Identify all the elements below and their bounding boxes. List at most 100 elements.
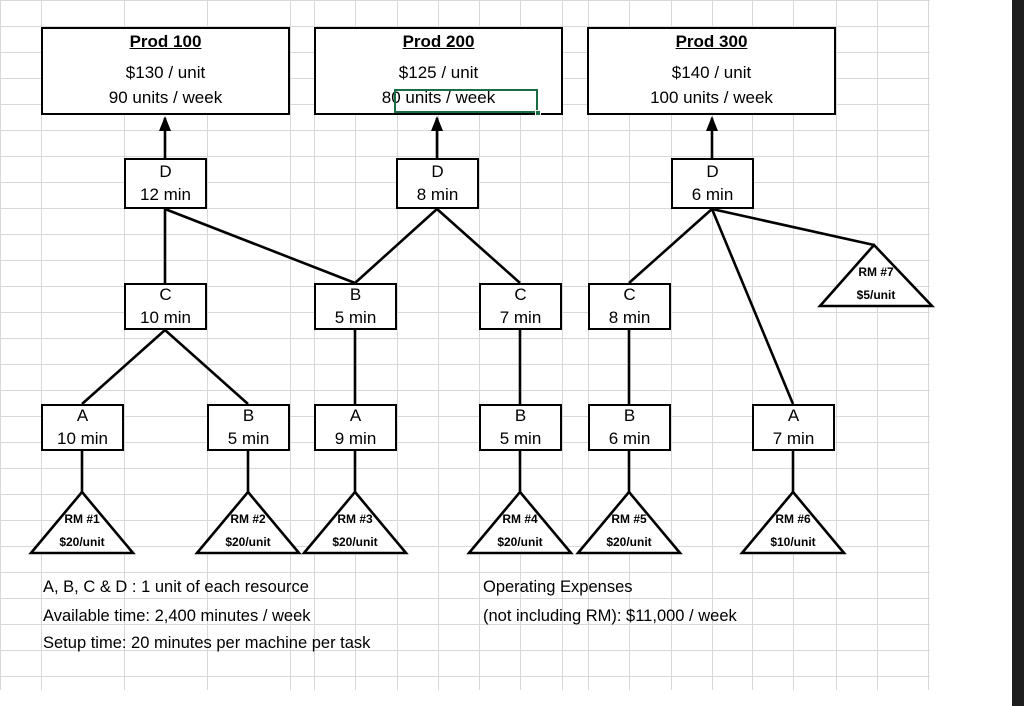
note-setup-time: Setup time: 20 minutes per machine per t… (43, 634, 371, 652)
fill-handle[interactable] (535, 110, 541, 116)
product-box-prod-200[interactable]: Prod 200 $125 / unit 80 units / week (314, 27, 563, 115)
gridline-vertical (836, 0, 837, 690)
raw-material-name: RM #4 (502, 512, 538, 526)
gridline-horizontal (0, 364, 930, 365)
operation-code: C (623, 285, 636, 305)
operation-time: 10 min (56, 428, 109, 448)
operation-code: C (159, 285, 172, 305)
gridline-horizontal (0, 546, 930, 547)
raw-material-name: RM #2 (230, 512, 266, 526)
gridline-horizontal (0, 26, 930, 27)
gridline-vertical (290, 0, 291, 690)
gridline-horizontal (0, 130, 930, 131)
product-title: Prod 100 (129, 31, 202, 51)
product-demand: 90 units / week (108, 87, 223, 107)
operation-time: 10 min (139, 307, 192, 327)
window-edge-strip (1012, 0, 1024, 706)
operation-box-d-6min[interactable]: D 6 min (671, 158, 754, 209)
operation-time: 12 min (139, 184, 192, 204)
raw-material-price: $20/unit (497, 535, 543, 549)
gridline-vertical (0, 0, 1, 690)
gridline-horizontal (0, 234, 930, 235)
gridline-vertical (41, 0, 42, 690)
operation-time: 5 min (499, 428, 542, 448)
operation-time: 8 min (416, 184, 459, 204)
operation-code: D (431, 162, 444, 182)
raw-material-price: $20/unit (59, 535, 105, 549)
operation-box-b-5min-low-right[interactable]: B 5 min (479, 404, 562, 451)
operation-time: 6 min (608, 428, 651, 448)
gridline-horizontal (0, 0, 930, 1)
gridline-horizontal (0, 650, 930, 651)
operation-code: C (514, 285, 527, 305)
active-cell-selection[interactable] (394, 89, 538, 113)
raw-material-name: RM #7 (858, 265, 894, 279)
operation-time: 9 min (334, 428, 377, 448)
gridline-vertical (928, 0, 929, 690)
operation-time: 5 min (227, 428, 270, 448)
raw-material-price: $20/unit (332, 535, 378, 549)
gridline-horizontal (0, 598, 930, 599)
operation-time: 6 min (691, 184, 734, 204)
operation-box-a-9min[interactable]: A 9 min (314, 404, 397, 451)
gridline-horizontal (0, 286, 930, 287)
operation-box-a-7min[interactable]: A 7 min (752, 404, 835, 451)
gridline-vertical (479, 0, 480, 690)
gridline-horizontal (0, 260, 930, 261)
gridline-horizontal (0, 676, 930, 677)
operation-code: D (706, 162, 719, 182)
operation-code: B (514, 406, 527, 426)
note-operating-expenses-value: (not including RM): $11,000 / week (483, 607, 737, 625)
operation-time: 8 min (608, 307, 651, 327)
gridline-vertical (438, 0, 439, 690)
raw-material-label-rm-5: RM #5 $20/unit (584, 513, 674, 548)
operation-code: A (787, 406, 800, 426)
gridline-horizontal (0, 442, 930, 443)
product-demand: 100 units / week (650, 87, 773, 107)
product-box-prod-300[interactable]: Prod 300 $140 / unit 100 units / week (587, 27, 836, 115)
note-available-time: Available time: 2,400 minutes / week (43, 607, 311, 625)
operation-code: B (242, 406, 255, 426)
raw-material-name: RM #6 (775, 512, 811, 526)
operation-time: 5 min (334, 307, 377, 327)
operation-box-d-8min[interactable]: D 8 min (396, 158, 479, 209)
operation-time: 7 min (772, 428, 815, 448)
gridline-horizontal (0, 494, 930, 495)
raw-material-name: RM #1 (64, 512, 100, 526)
product-box-prod-100[interactable]: Prod 100 $130 / unit 90 units / week (41, 27, 290, 115)
gridline-vertical (314, 0, 315, 690)
product-title: Prod 200 (402, 31, 475, 51)
raw-material-label-rm-2: RM #2 $20/unit (203, 513, 293, 548)
gridline-vertical (671, 0, 672, 690)
raw-material-label-rm-7: RM #7 $5/unit (831, 266, 921, 301)
operation-box-a-10min[interactable]: A 10 min (41, 404, 124, 451)
operation-box-d-12min[interactable]: D 12 min (124, 158, 207, 209)
operation-code: B (349, 285, 362, 305)
operation-box-c-7min[interactable]: C 7 min (479, 283, 562, 330)
operation-box-c-10min[interactable]: C 10 min (124, 283, 207, 330)
raw-material-label-rm-4: RM #4 $20/unit (475, 513, 565, 548)
raw-material-name: RM #3 (337, 512, 373, 526)
raw-material-price: $20/unit (606, 535, 652, 549)
raw-material-label-rm-1: RM #1 $20/unit (37, 513, 127, 548)
gridline-vertical (877, 0, 878, 690)
operation-box-c-8min[interactable]: C 8 min (588, 283, 671, 330)
operation-box-b-5min-low-left[interactable]: B 5 min (207, 404, 290, 451)
gridline-horizontal (0, 156, 930, 157)
raw-material-label-rm-6: RM #6 $10/unit (748, 513, 838, 548)
gridline-horizontal (0, 416, 930, 417)
gridline-horizontal (0, 312, 930, 313)
gridline-horizontal (0, 624, 930, 625)
operation-box-b-5min-mid[interactable]: B 5 min (314, 283, 397, 330)
operation-code: B (623, 406, 636, 426)
gridline-vertical (562, 0, 563, 690)
gridline-vertical (397, 0, 398, 690)
operation-box-b-6min[interactable]: B 6 min (588, 404, 671, 451)
product-price: $130 / unit (125, 62, 206, 82)
raw-material-label-rm-3: RM #3 $20/unit (310, 513, 400, 548)
operation-code: D (159, 162, 172, 182)
product-price: $140 / unit (671, 62, 752, 82)
product-price: $125 / unit (398, 62, 479, 82)
gridline-horizontal (0, 572, 930, 573)
